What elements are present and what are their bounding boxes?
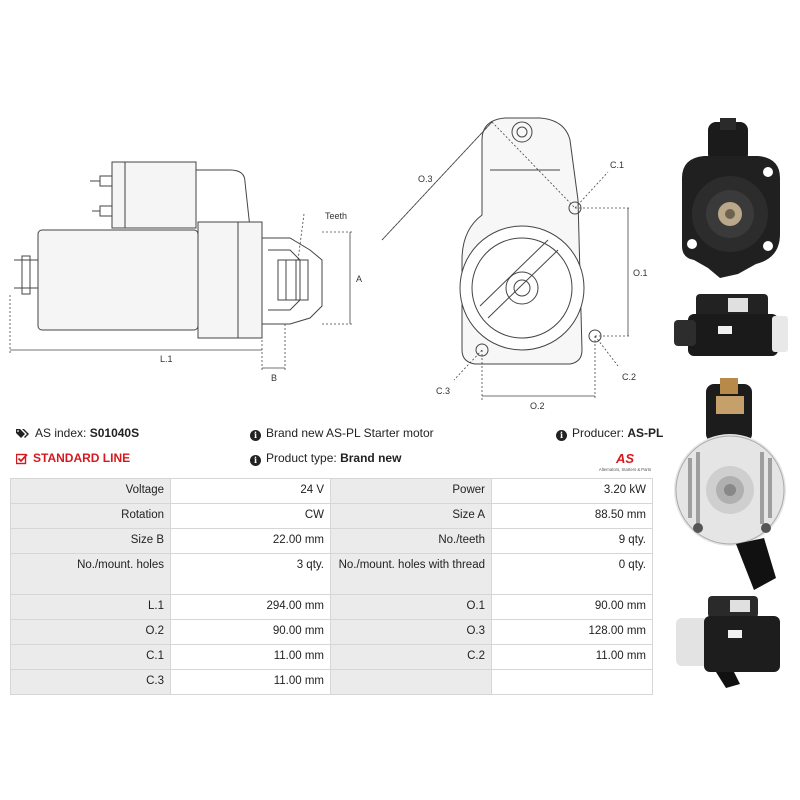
table-row: Size B 22.00 mm No./teeth 9 qty. [10,528,653,554]
table-row: O.2 90.00 mm O.3 128.00 mm [10,619,653,645]
dimension-c2-label: C.2 [622,372,636,382]
product-type-row: i Product type: Brand new [250,451,401,466]
spec-value: 22.00 mm [170,528,331,554]
logo-mark: AS [615,451,634,466]
product-description: Brand new AS-PL Starter motor [266,426,434,440]
tags-icon [16,429,29,439]
spec-value: 24 V [170,478,331,504]
table-row: C.1 11.00 mm C.2 11.00 mm [10,644,653,670]
info-icon: i [250,430,261,441]
spec-label: C.3 [10,669,171,695]
product-type-label: Product type: [266,451,337,465]
spec-label: Rotation [10,503,171,529]
product-photo-front [682,118,780,278]
table-row: Rotation CW Size A 88.50 mm [10,503,653,529]
producer-label: Producer: [572,426,625,440]
standard-line-label: STANDARD LINE [33,451,131,465]
logo-tagline: Alternators, Starters & Parts [599,467,651,472]
producer-value: AS-PL [627,426,664,440]
spec-value: 11.00 mm [170,644,331,670]
spec-label: C.2 [330,644,492,670]
dimension-a-label: A [356,274,362,284]
table-row: L.1 294.00 mm O.1 90.00 mm [10,594,653,620]
teeth-label: Teeth [325,211,347,221]
spec-label: Size B [10,528,171,554]
spec-label: Power [330,478,492,504]
product-photo-angle [676,596,780,688]
spec-value: 90.00 mm [170,619,331,645]
dimension-c3-label: C.3 [436,386,450,396]
spec-label: No./mount. holes [10,553,171,595]
spec-value: 0 qty. [491,553,653,595]
dimension-o2-label: O.2 [530,401,545,411]
spec-label: O.2 [10,619,171,645]
spec-value: 3 qty. [170,553,331,595]
table-row: C.3 11.00 mm [10,669,653,695]
spec-label: Size A [330,503,492,529]
info-icon: i [556,430,567,441]
spec-value: 294.00 mm [170,594,331,620]
dimension-o3-label: O.3 [418,174,433,184]
product-type-value: Brand new [340,451,402,465]
spec-value: 88.50 mm [491,503,653,529]
table-row: Voltage 24 V Power 3.20 kW [10,478,653,504]
spec-value: 9 qty. [491,528,653,554]
spec-value: CW [170,503,331,529]
dimension-c1-label: C.1 [610,160,624,170]
spec-label: C.1 [10,644,171,670]
description-row: i Brand new AS-PL Starter motor [250,426,434,441]
dimension-o1-label: O.1 [633,268,648,278]
spec-label: No./mount. holes with thread [330,553,492,595]
spec-label: L.1 [10,594,171,620]
dimension-l1-label: L.1 [160,354,173,364]
spec-value: 128.00 mm [491,619,653,645]
spec-value [491,669,653,695]
spec-label: O.1 [330,594,492,620]
product-photo-side [674,294,788,356]
product-photo-rear [674,378,786,590]
spec-value: 3.20 kW [491,478,653,504]
standard-line-row: STANDARD LINE [16,451,130,465]
dimension-b-label: B [271,373,277,383]
spec-value: 11.00 mm [491,644,653,670]
info-icon: i [250,455,261,466]
table-row: No./mount. holes 3 qty. No./mount. holes… [10,553,653,595]
spec-label: O.3 [330,619,492,645]
checkbox-checked-icon [16,453,28,465]
producer-row: i Producer: AS-PL [556,426,663,441]
as-index-row: AS index: S01040S [16,426,139,440]
as-index-value: S01040S [89,426,140,440]
spec-table: Voltage 24 V Power 3.20 kW Rotation CW S… [10,478,653,695]
front-view-drawing: O.3 O.1 O.2 C.1 C.2 C.3 [381,117,648,411]
spec-label: No./teeth [330,528,492,554]
side-view-drawing: Teeth A B L.1 [9,161,362,383]
spec-label: Voltage [10,478,171,504]
as-index-label: AS index: [35,426,87,440]
spec-label [330,669,492,695]
spec-value: 90.00 mm [491,594,653,620]
as-pl-logo: AS Alternators, Starters & Parts [599,451,651,472]
spec-value: 11.00 mm [170,669,331,695]
